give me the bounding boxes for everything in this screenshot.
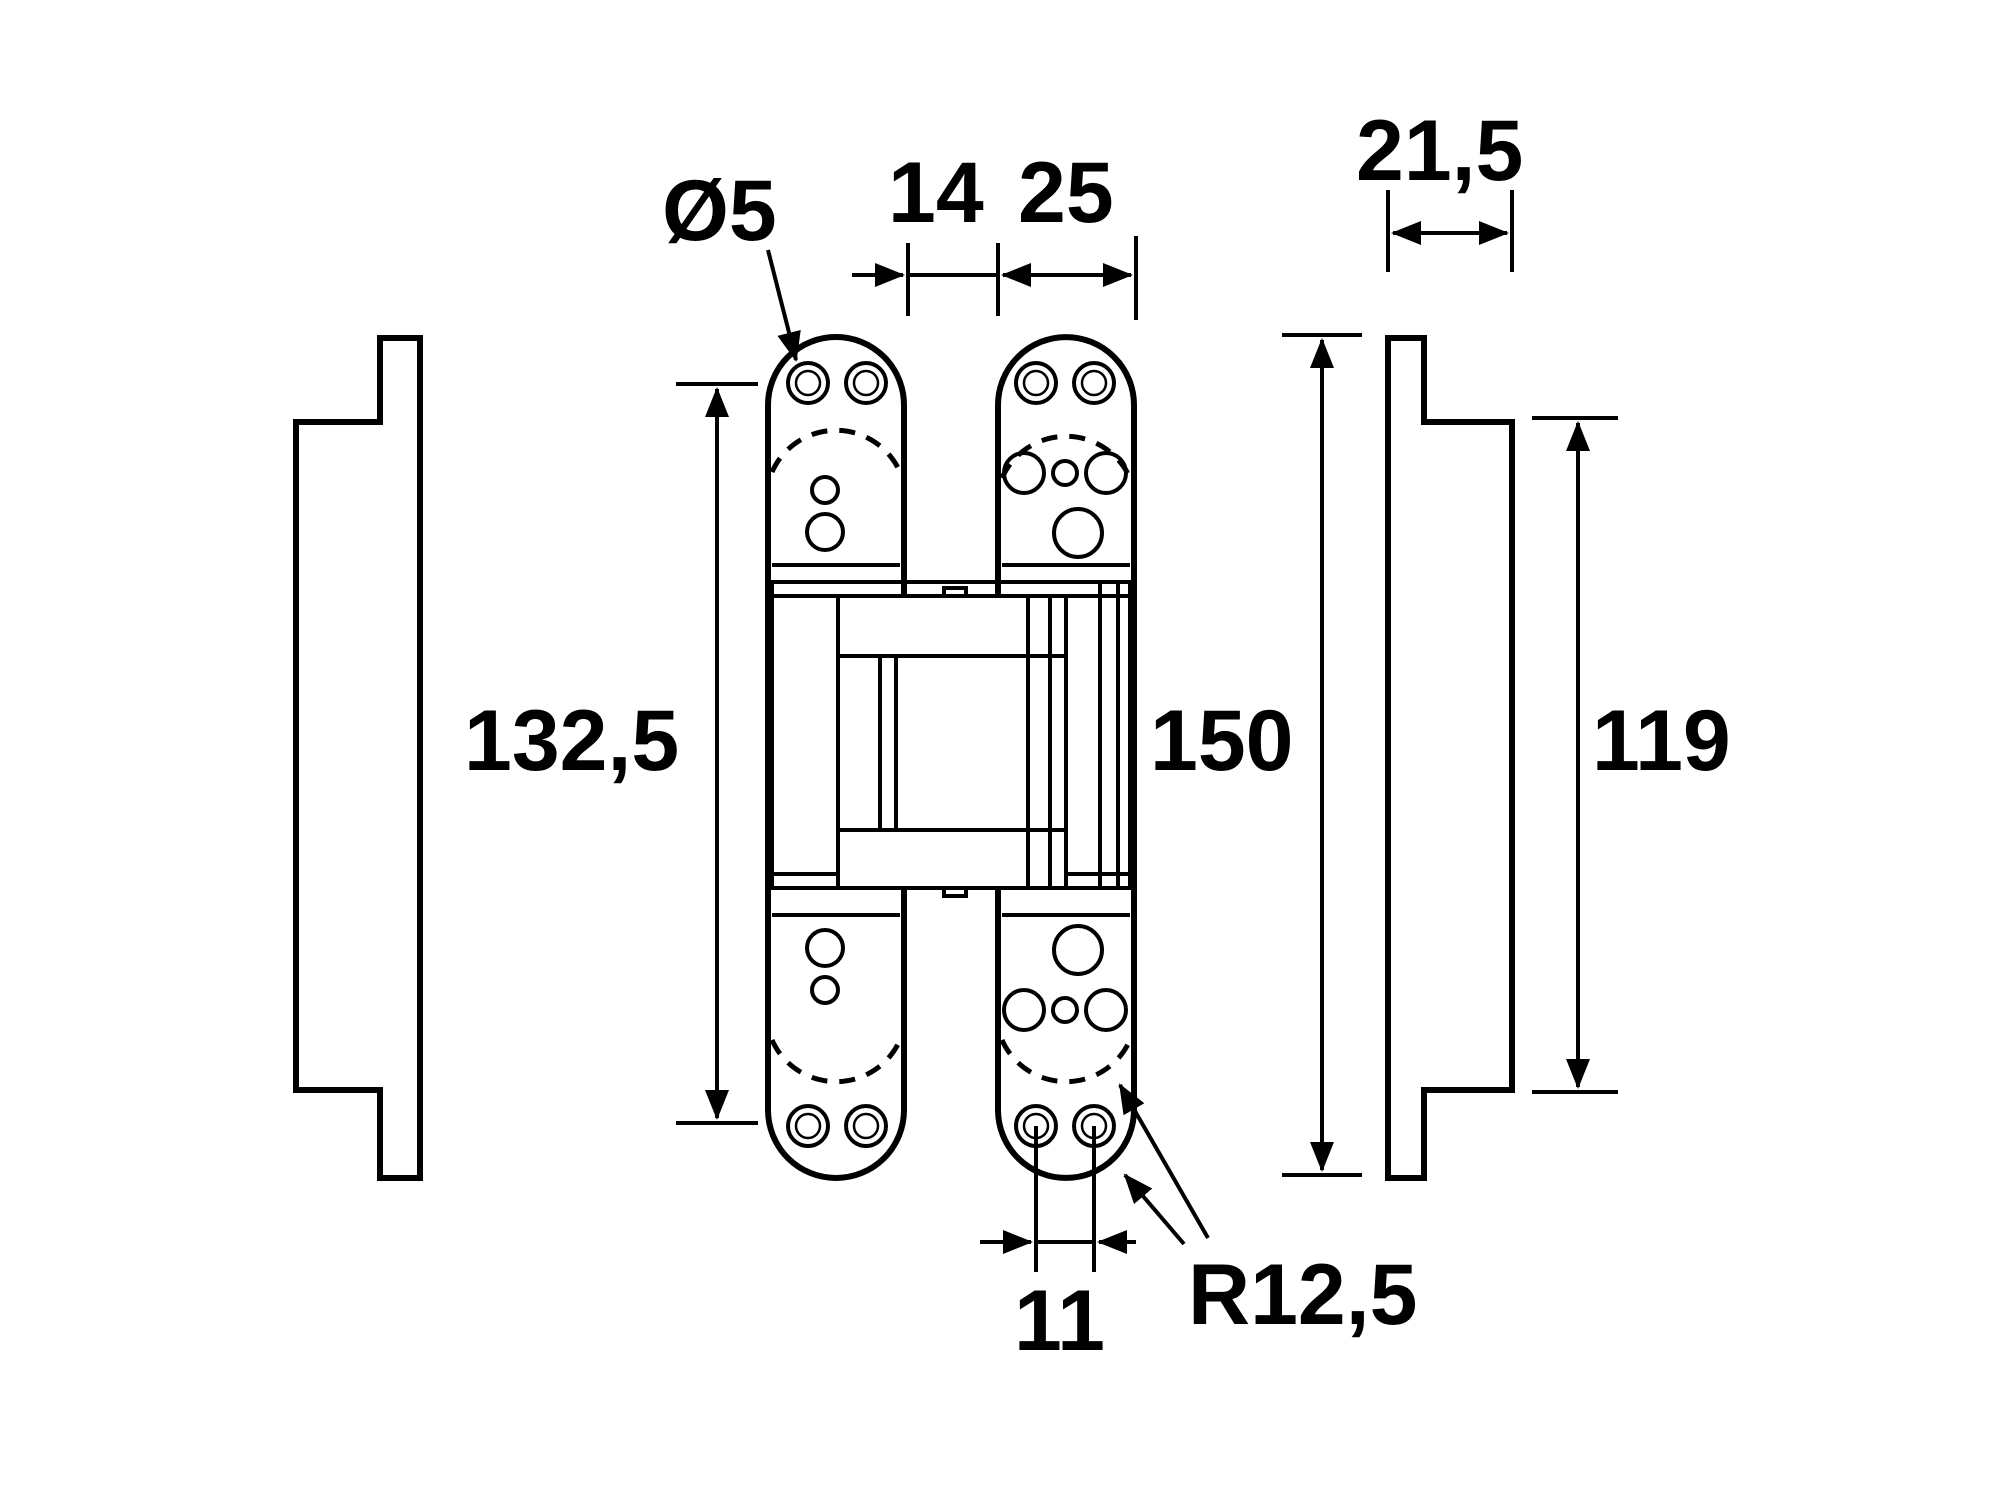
hole-icon (786, 1104, 888, 1148)
right-side-profile (1385, 335, 1515, 1181)
hinge-center-body (770, 580, 1132, 898)
dimension-hole-spacing (980, 1126, 1136, 1272)
hole-icon (786, 361, 888, 405)
dimension-top-widths (852, 236, 1138, 320)
label-depth: 21,5 (1356, 103, 1523, 199)
label-hole-diameter: Ø5 (662, 163, 777, 259)
label-right-length: 119 (1592, 693, 1731, 789)
leader-radius (1118, 1083, 1210, 1246)
label-width-right: 25 (1018, 145, 1114, 241)
right-hinge-leaf (995, 334, 1137, 1181)
hole-icon (1014, 1104, 1116, 1148)
dimension-left-length (676, 382, 758, 1125)
label-width-left: 14 (888, 145, 984, 241)
label-radius: R12,5 (1188, 1247, 1418, 1343)
dimension-right-length (1532, 416, 1618, 1094)
dimension-total-length (1282, 333, 1362, 1177)
left-hinge-leaf (765, 334, 907, 1181)
left-side-profile (293, 335, 423, 1181)
label-total-length: 150 (1150, 693, 1294, 789)
hole-icon (1014, 361, 1116, 405)
label-left-length: 132,5 (464, 693, 679, 789)
leader-hole-diameter (766, 249, 801, 362)
label-hole-spacing: 11 (1014, 1273, 1105, 1369)
dimension-depth (1386, 190, 1514, 272)
